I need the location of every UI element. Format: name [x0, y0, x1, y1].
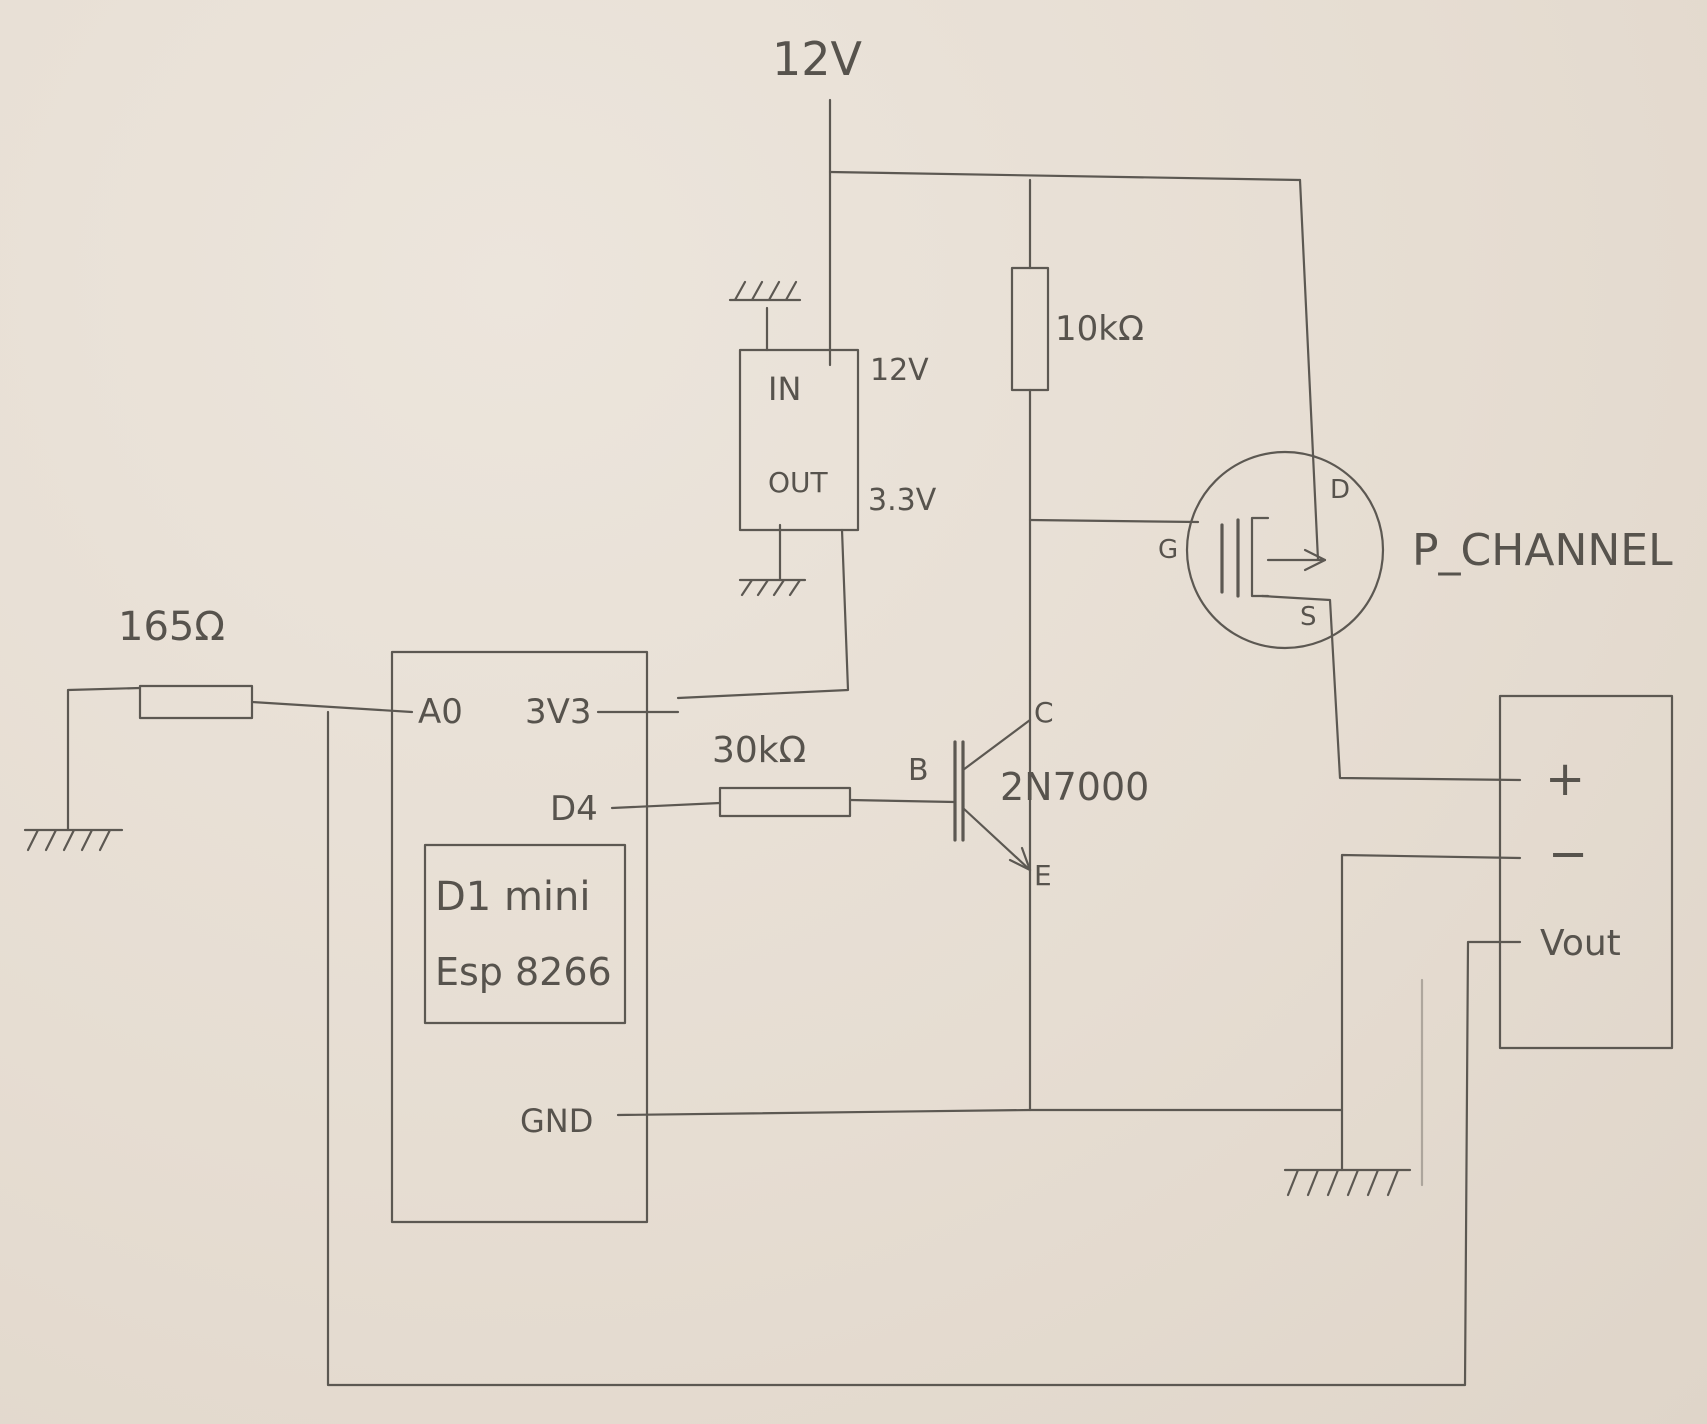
module-vout-label: Vout	[1540, 923, 1621, 964]
drain-wire	[1298, 178, 1320, 562]
ground-lead-wire	[66, 686, 142, 832]
board-name-line1: D1 mini	[435, 874, 591, 920]
mosfet-drain-label: D	[1330, 475, 1350, 505]
transistor-collector-lead	[961, 718, 1032, 772]
output-module: + − Vout	[1498, 694, 1674, 1050]
mosfet-source-label: S	[1300, 602, 1317, 632]
pin-a0-label: A0	[418, 692, 463, 732]
resistor-30k-label: 30kΩ	[712, 730, 806, 771]
mosfet-channel-2	[1250, 516, 1270, 598]
d1-mini-board: D1 mini Esp 8266 A0 3V3 D4 GND	[390, 650, 680, 1224]
resistor-10k-label: 10kΩ	[1055, 309, 1144, 349]
ground-symbol	[738, 578, 807, 597]
regulator-in-label: IN	[768, 370, 801, 408]
base-resistor: 30kΩ	[610, 730, 957, 818]
out-to-3v3-wire	[676, 528, 850, 700]
mosfet-type-label: P_CHANNEL	[1412, 525, 1673, 576]
pullup-resistor: 10kΩ	[1010, 178, 1200, 1112]
resistor-165-label: 165Ω	[118, 604, 225, 650]
voltage-regulator: IN OUT 12V 3.3V	[676, 280, 937, 700]
minus-wire	[1340, 853, 1522, 1172]
supply-label: 12V	[772, 32, 863, 86]
d4-wire	[610, 801, 722, 810]
npn-transistor: C E B 2N7000	[908, 696, 1149, 892]
pin-3v3-label: 3V3	[525, 692, 592, 732]
resistor-30k-body	[718, 786, 852, 818]
module-box	[1498, 694, 1674, 1050]
board-label-frame	[423, 843, 627, 1025]
pin-d4-label: D4	[550, 789, 598, 829]
regulator-box	[738, 348, 860, 532]
emitter-label: E	[1034, 859, 1052, 892]
collector-label: C	[1034, 696, 1054, 729]
transistor-base-bar	[953, 740, 965, 842]
supply-rail-top	[828, 170, 1302, 182]
base-wire	[848, 798, 957, 804]
emitter-arrow-icon	[1008, 846, 1032, 872]
board-name-line2: Esp 8266	[435, 950, 612, 994]
a0-divider: 165Ω	[23, 604, 1522, 1387]
mosfet-gate-label: G	[1158, 535, 1178, 565]
ground-symbol	[1283, 1168, 1412, 1197]
source-to-plus-wire	[1260, 594, 1522, 782]
transistor-emitter-lead	[961, 806, 1032, 872]
transistor-part-label: 2N7000	[1000, 765, 1149, 809]
resistor-to-a0-wire	[250, 700, 414, 714]
module-plus-label: +	[1545, 751, 1585, 807]
vout-feedback-wire	[326, 710, 1522, 1387]
gate-wire	[1028, 518, 1200, 524]
ground-symbol	[23, 828, 124, 852]
p-channel-mosfet: G D S P_CHANNEL	[1158, 178, 1673, 782]
mosfet-arrow-icon	[1303, 548, 1327, 572]
regulator-out-voltage: 3.3V	[868, 483, 937, 518]
base-label: B	[908, 753, 929, 788]
regulator-in-voltage: 12V	[870, 353, 929, 388]
regulator-out-label: OUT	[768, 466, 829, 499]
supply-12v: 12V	[772, 32, 1302, 367]
ground-return	[616, 853, 1522, 1197]
resistor-165-body	[138, 684, 254, 720]
resistor-10k-body	[1010, 266, 1050, 392]
mosfet-circle	[1185, 450, 1385, 650]
module-minus-label: −	[1548, 826, 1588, 882]
gnd-bus-wire	[616, 1108, 1344, 1117]
board-outline	[390, 650, 649, 1224]
ground-symbol	[728, 280, 802, 302]
pin-gnd-label: GND	[520, 1102, 593, 1140]
